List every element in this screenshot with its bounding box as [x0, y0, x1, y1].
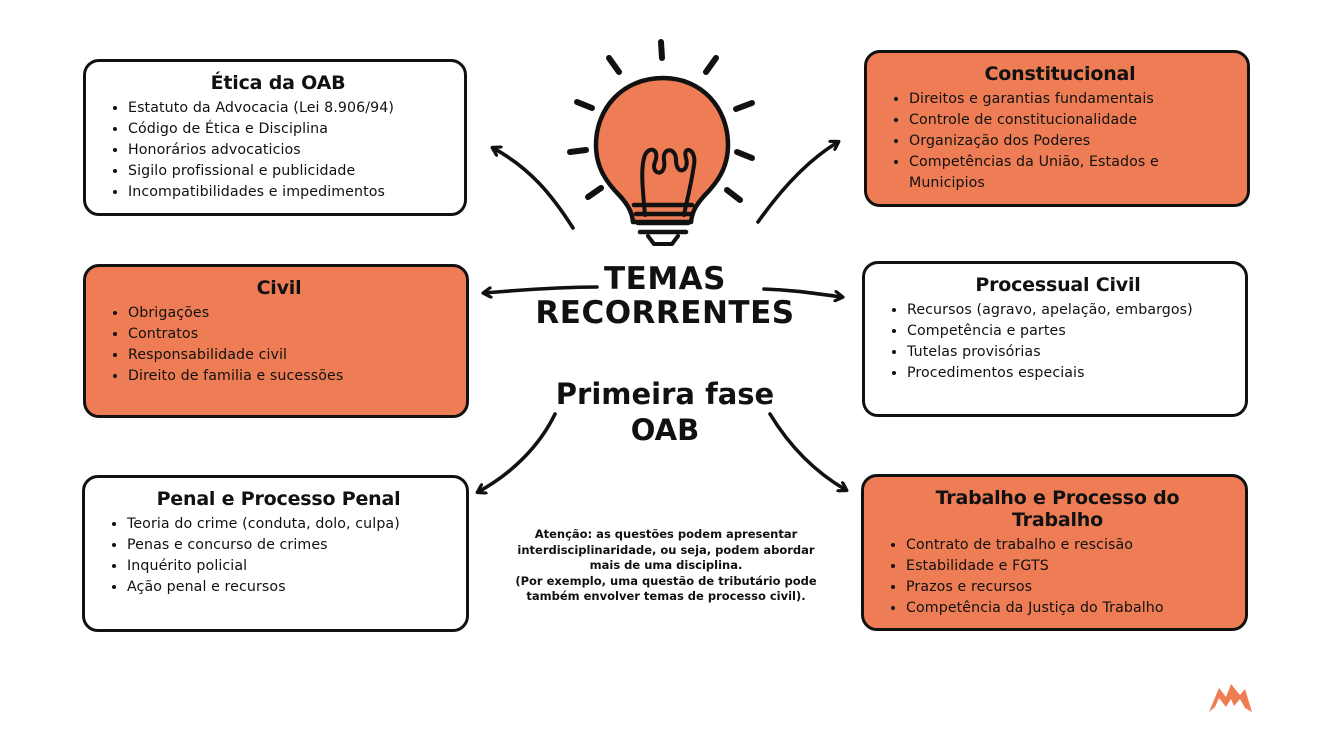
note-line: (Por exemplo, uma questão de tributário … — [515, 573, 817, 588]
list-item: Controle de constitucionalidade — [909, 110, 1229, 131]
arrow-to-penal — [478, 412, 557, 492]
list-item: Honorários advocaticios — [128, 140, 446, 161]
topic-list: Direitos e garantias fundamentais Contro… — [891, 89, 1229, 194]
list-item: Direito de familia e sucessões — [128, 366, 448, 387]
topic-list: Recursos (agravo, apelação, embargos) Co… — [889, 300, 1227, 384]
list-item: Obrigações — [128, 303, 448, 324]
list-item: Competência da Justiça do Trabalho — [906, 598, 1227, 619]
arrow-to-processual-civil — [762, 287, 842, 297]
list-item: Organização dos Poderes — [909, 131, 1229, 152]
list-item: Penas e concurso de crimes — [127, 535, 448, 556]
box-title: Penal e Processo Penal — [156, 488, 401, 510]
box-penal: Penal e Processo Penal Teoria do crime (… — [82, 475, 469, 632]
list-item: Contratos — [128, 324, 448, 345]
attention-note: Atenção: as questões podem apresentar in… — [506, 527, 826, 605]
list-item: Contrato de trabalho e rescisão — [906, 535, 1227, 556]
list-item: Estatuto da Advocacia (Lei 8.906/94) — [128, 98, 446, 119]
topic-list: Estatuto da Advocacia (Lei 8.906/94) Cód… — [110, 98, 446, 203]
topic-list: Teoria do crime (conduta, dolo, culpa) P… — [109, 514, 448, 598]
arrow-to-etica — [493, 148, 575, 230]
box-trabalho: Trabalho e Processo do Trabalho Contrato… — [861, 474, 1248, 631]
arrow-to-civil — [484, 285, 599, 293]
box-title: Processual Civil — [975, 274, 1141, 296]
lightbulb-icon — [567, 39, 755, 246]
center-title: TEMAS RECORRENTES — [535, 261, 795, 331]
box-constitucional: Constitucional Direitos e garantias fund… — [864, 50, 1250, 207]
list-item: Ação penal e recursos — [127, 577, 448, 598]
note-line: Atenção: as questões podem apresentar — [534, 527, 798, 541]
list-item: Inquérito policial — [127, 556, 448, 577]
list-item: Recursos (agravo, apelação, embargos) — [907, 300, 1227, 321]
note-line: mais de uma disciplina. — [589, 558, 743, 572]
topic-list: Contrato de trabalho e rescisão Estabili… — [888, 535, 1227, 619]
list-item: Teoria do crime (conduta, dolo, culpa) — [127, 514, 448, 535]
mountain-logo-icon — [1209, 684, 1252, 712]
list-item: Responsabilidade civil — [128, 345, 448, 366]
note-line: interdisciplinaridade, ou seja, podem ab… — [517, 542, 815, 557]
list-item: Direitos e garantias fundamentais — [909, 89, 1229, 110]
list-item: Incompatibilidades e impedimentos — [128, 182, 446, 203]
box-title: Ética da OAB — [210, 72, 346, 94]
center-subtitle: Primeira fase OAB — [555, 377, 775, 447]
topic-list: Obrigações Contratos Responsabilidade ci… — [110, 303, 448, 387]
box-civil: Civil Obrigações Contratos Responsabilid… — [83, 264, 469, 418]
box-processual-civil: Processual Civil Recursos (agravo, apela… — [862, 261, 1248, 417]
list-item: Competências da União, Estados e Municip… — [909, 152, 1229, 194]
box-title: Constitucional — [984, 63, 1136, 85]
list-item: Estabilidade e FGTS — [906, 556, 1227, 577]
box-title: Trabalho e Processo do Trabalho — [935, 487, 1180, 531]
note-line: também envolver temas de processo civil)… — [526, 589, 806, 603]
list-item: Prazos e recursos — [906, 577, 1227, 598]
list-item: Competência e partes — [907, 321, 1227, 342]
list-item: Procedimentos especiais — [907, 363, 1227, 384]
arrow-to-constitucional — [756, 142, 838, 224]
list-item: Código de Ética e Disciplina — [128, 119, 446, 140]
arrow-to-trabalho — [768, 412, 846, 490]
box-title: Civil — [256, 277, 302, 299]
list-item: Tutelas provisórias — [907, 342, 1227, 363]
box-etica-oab: Ética da OAB Estatuto da Advocacia (Lei … — [83, 59, 467, 216]
list-item: Sigilo profissional e publicidade — [128, 161, 446, 182]
